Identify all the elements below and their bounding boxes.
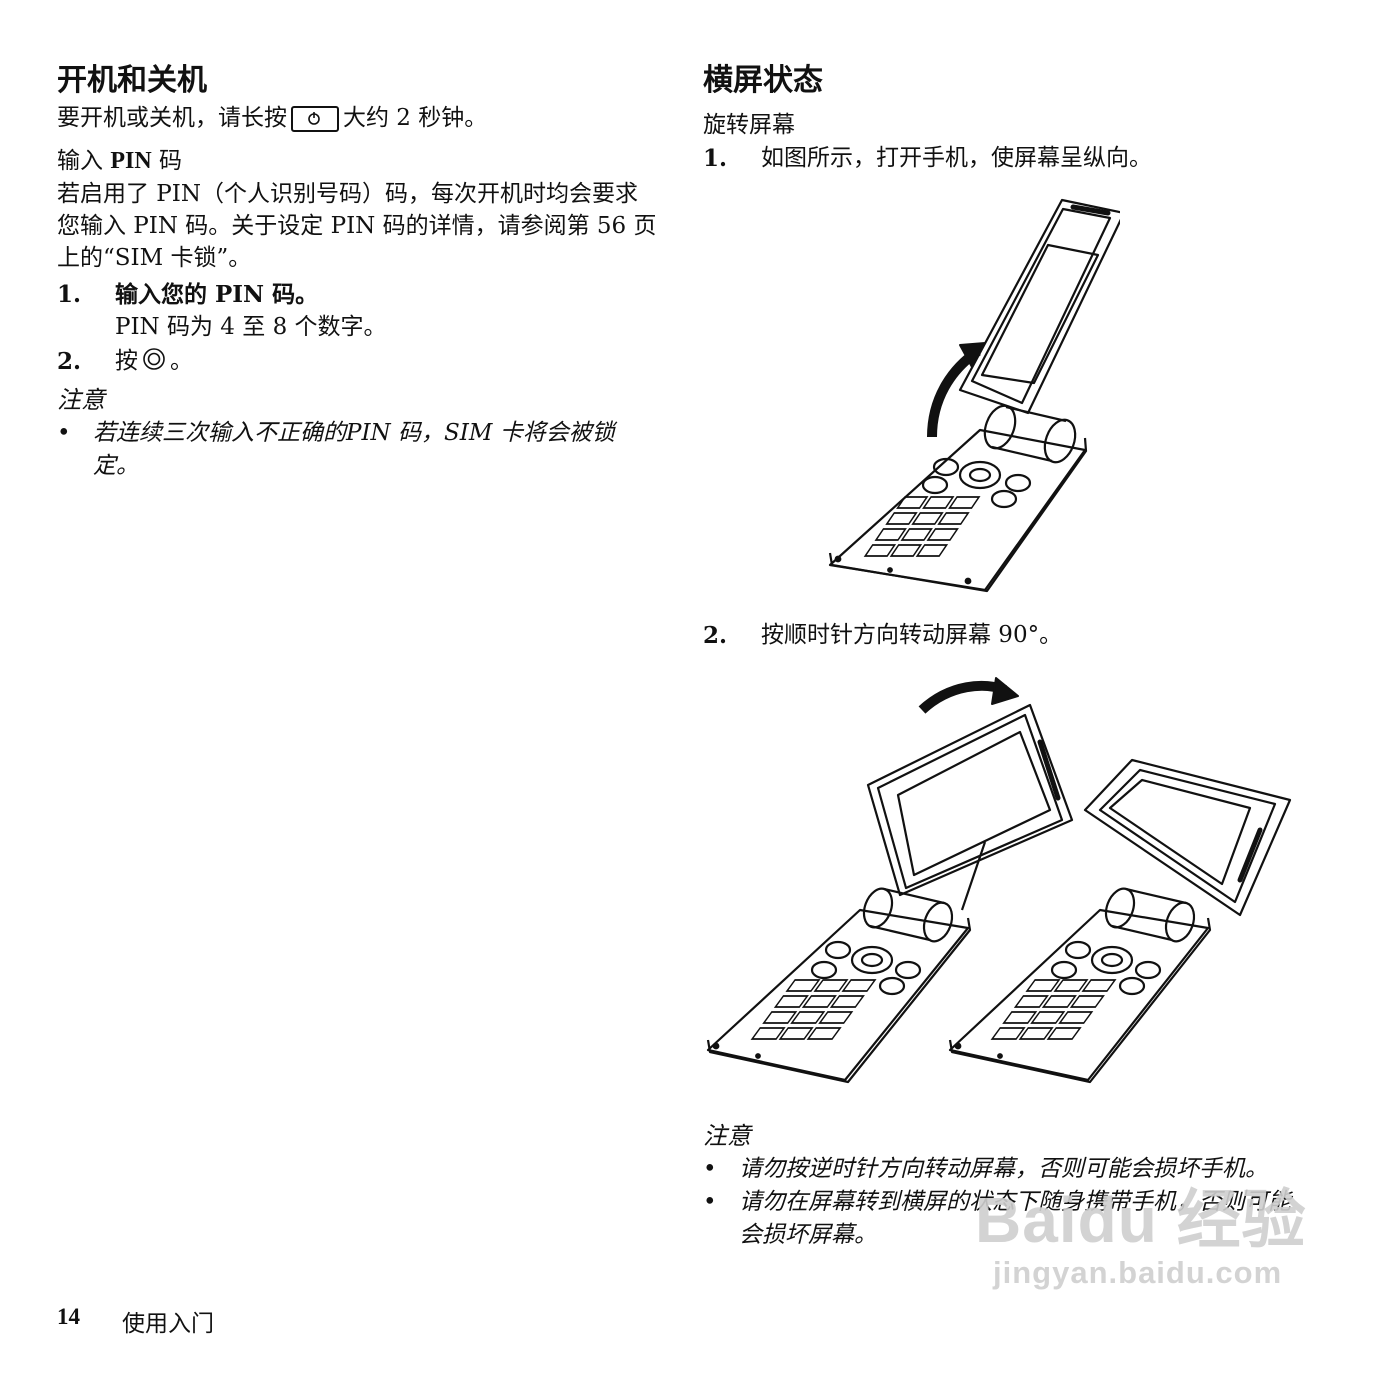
section-heading-landscape: 横屏状态 bbox=[703, 63, 823, 98]
rotate-step-2: 2. 按顺时针方向转动屏幕 90°。 bbox=[703, 619, 1323, 652]
rotate-step-1: 1. 如图所示，打开手机，使屏幕呈纵向。 bbox=[703, 142, 1323, 175]
note-item: • 请勿在屏幕转到横屏的状态下随身携带手机，否则可能会损坏屏幕。 bbox=[703, 1186, 1303, 1252]
step-text-before: 按 bbox=[115, 348, 138, 374]
baidu-watermark: Baidu 经验 jingyan.baidu.com bbox=[975, 1185, 1307, 1291]
step-number: 2. bbox=[703, 622, 728, 649]
watermark-main: Baidu 经验 bbox=[975, 1184, 1307, 1256]
bullet-icon: • bbox=[57, 420, 71, 446]
section-name: 使用入门 bbox=[122, 1311, 214, 1337]
right-column: 横屏状态 旋转屏幕 1. 如图所示，打开手机，使屏幕呈纵向。 bbox=[703, 60, 1323, 175]
note-text: 请勿按逆时针方向转动屏幕，否则可能会损坏手机。 bbox=[739, 1156, 1268, 1182]
step-text: 按。 bbox=[115, 345, 657, 381]
section-heading-power: 开机和关机 bbox=[57, 63, 207, 98]
pin-step-1: 1. 输入您的 PIN 码。 bbox=[57, 278, 657, 311]
step-text-after: 。 bbox=[170, 348, 193, 374]
power-instructions: 要开机或关机，请长按 大约 2 秒钟。 bbox=[57, 102, 657, 134]
phone-portrait-illustration bbox=[828, 198, 1120, 593]
navigation-key-icon bbox=[142, 347, 166, 381]
landscape-notes: 注意 • 请勿按逆时针方向转动屏幕，否则可能会损坏手机。 • 请勿在屏幕转到横屏… bbox=[703, 1117, 1303, 1252]
note-item: • 请勿按逆时针方向转动屏幕，否则可能会损坏手机。 bbox=[703, 1153, 1303, 1186]
left-column: 开机和关机 要开机或关机，请长按 大约 2 秒钟。 输入 PIN 码 若启用了 P… bbox=[57, 60, 657, 483]
note-title: 注意 bbox=[57, 386, 105, 414]
step-number: 2. bbox=[57, 348, 82, 375]
bullet-icon: • bbox=[703, 1189, 717, 1215]
step-number: 1. bbox=[703, 145, 728, 172]
step-number: 1. bbox=[57, 281, 82, 308]
pin-paragraph: 若启用了 PIN（个人识别号码）码，每次开机时均会要求您输入 PIN 码。关于设… bbox=[57, 181, 657, 271]
bullet-icon: • bbox=[703, 1156, 717, 1182]
pin-heading-part: 输入 bbox=[57, 148, 111, 174]
pin-heading-pin: PIN bbox=[110, 148, 152, 174]
note-text: 请勿在屏幕转到横屏的状态下随身携带手机，否则可能会损坏屏幕。 bbox=[739, 1189, 1291, 1248]
phone-landscape-illustration bbox=[706, 677, 1292, 1084]
page-footer: 14 使用入门 bbox=[57, 1304, 214, 1338]
page-number: 14 bbox=[57, 1304, 80, 1329]
pin-heading: 输入 PIN 码 bbox=[57, 144, 657, 178]
pin-heading-part: 码 bbox=[151, 148, 182, 174]
note-item: • 若连续三次输入不正确的PIN 码，SIM 卡将会被锁定。 bbox=[57, 417, 657, 483]
note-title: 注意 bbox=[703, 1122, 751, 1150]
step-text: 输入您的 PIN 码。 bbox=[115, 281, 319, 308]
step-text: 如图所示，打开手机，使屏幕呈纵向。 bbox=[761, 145, 1152, 171]
power-key-icon bbox=[291, 106, 339, 132]
note-text: 若连续三次输入不正确的PIN 码，SIM 卡将会被锁定。 bbox=[93, 420, 615, 479]
step-text: 按顺时针方向转动屏幕 90°。 bbox=[761, 622, 1063, 648]
power-text-after: 大约 2 秒钟。 bbox=[343, 105, 488, 131]
pin-step-1-detail: PIN 码为 4 至 8 个数字。 bbox=[115, 314, 387, 340]
rotate-subheading: 旋转屏幕 bbox=[703, 112, 795, 138]
watermark-url: jingyan.baidu.com bbox=[993, 1255, 1283, 1290]
power-text-before: 要开机或关机，请长按 bbox=[57, 105, 287, 131]
pin-step-2: 2. 按。 bbox=[57, 345, 657, 381]
